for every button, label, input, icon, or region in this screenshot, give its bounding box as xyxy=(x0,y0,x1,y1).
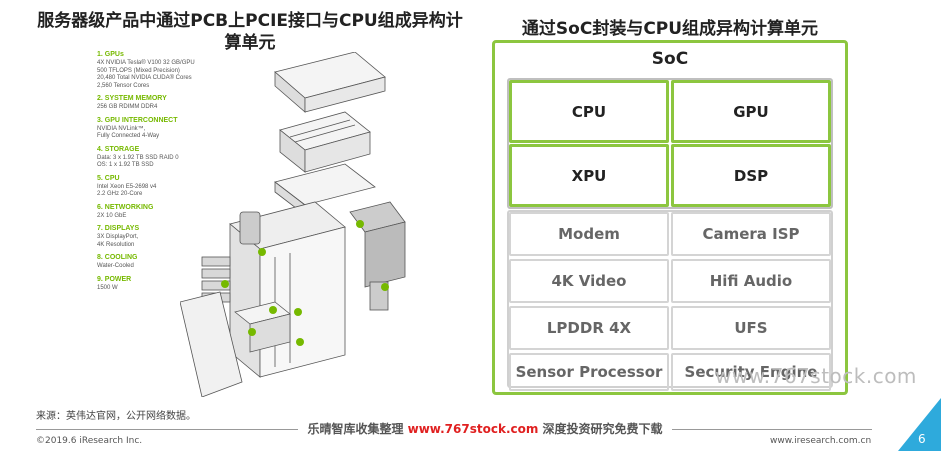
server-spec-list: 1. GPUs 4X NVIDIA Tesla® V100 32 GB/GPU … xyxy=(97,50,237,296)
soc-core-unit-group xyxy=(507,78,833,209)
soc-unit-lpddr4x: LPDDR 4X xyxy=(509,306,669,350)
soc-other-unit-group xyxy=(507,210,833,388)
spec-line: 20,480 Total NVIDIA CUDA® Cores xyxy=(97,75,192,81)
soc-title: SoC xyxy=(651,49,689,69)
spec-line: 500 TFLOPS (Mixed Precision) xyxy=(97,67,180,74)
soc-unit-hifi-audio: Hifi Audio xyxy=(671,259,831,303)
spec-line: 1500 W xyxy=(97,284,118,291)
footer-divider xyxy=(672,429,872,430)
soc-unit-4k-video: 4K Video xyxy=(509,259,669,303)
spec-line: Data: 3 x 1.92 TB SSD RAID 0 xyxy=(97,154,179,161)
spec-line: 4X NVIDIA Tesla® V100 32 GB/GPU xyxy=(97,60,195,66)
soc-diagram: SoC CPU GPU XPU DSP Modem Camera ISP 4K … xyxy=(492,40,848,395)
banner-suffix: 深度投资研究免费下载 xyxy=(538,422,663,436)
spec-item: 9. POWER 1500 W xyxy=(97,275,237,293)
spec-title: 7. DISPLAYS xyxy=(97,225,140,232)
spec-item: 7. DISPLAYS 3X DisplayPort, 4K Resolutio… xyxy=(97,224,237,249)
soc-unit-security-engine: Security Engine xyxy=(671,353,831,391)
soc-unit-sensor-processor: Sensor Processor xyxy=(509,353,669,391)
watermark: www.767stock.com xyxy=(715,364,917,388)
spec-title: 3. GPU INTERCONNECT xyxy=(97,116,178,124)
spec-line: Fully Connected 4-Way xyxy=(97,133,160,139)
soc-unit-modem: Modem xyxy=(509,212,669,256)
soc-unit-ufs: UFS xyxy=(671,306,831,350)
spec-line: 2.2 GHz 20-Core xyxy=(97,191,143,197)
spec-line: 3X DisplayPort, xyxy=(97,234,139,240)
spec-line: OS: 1 x 1.92 TB SSD xyxy=(97,162,154,168)
banner-url-link[interactable]: www.767stock.com xyxy=(407,422,539,436)
server-exploded-illustration xyxy=(180,52,406,397)
spec-item: 6. NETWORKING 2X 10 GbE xyxy=(97,203,237,221)
soc-unit-gpu: GPU xyxy=(671,80,831,143)
spec-line: 2X 10 GbE xyxy=(97,212,127,219)
source-note: 来源：英伟达官网，公开网络数据。 xyxy=(36,411,196,422)
spec-line: Water-Cooled xyxy=(97,263,134,269)
website-link[interactable]: www.iresearch.com.cn xyxy=(770,436,872,446)
spec-title: 1. GPUs xyxy=(97,51,124,58)
copyright: ©2019.6 iResearch Inc. xyxy=(36,436,143,446)
left-title: 服务器级产品中通过PCB上PCIE接口与CPU组成异构计算单元 xyxy=(37,11,463,53)
spec-title: 6. NETWORKING xyxy=(97,203,154,211)
spec-item: 2. SYSTEM MEMORY 256 GB RDIMM DDR4 xyxy=(97,94,237,112)
soc-unit-cpu: CPU xyxy=(509,80,669,143)
spec-title: 9. POWER xyxy=(97,275,132,283)
spec-title: 5. CPU xyxy=(97,174,120,182)
spec-line: 4K Resolution xyxy=(97,241,135,248)
footer-banner: 乐晴智库收集整理 www.767stock.com 深度投资研究免费下载 xyxy=(300,420,670,437)
spec-item: 4. STORAGE Data: 3 x 1.92 TB SSD RAID 0 … xyxy=(97,145,237,170)
soc-unit-camera-isp: Camera ISP xyxy=(671,212,831,256)
footer-divider xyxy=(36,429,298,430)
spec-line: 256 GB RDIMM DDR4 xyxy=(97,104,158,110)
spec-item: 8. COOLING Water-Cooled xyxy=(97,253,237,271)
page-number: 6 xyxy=(918,432,926,446)
spec-title: 4. STORAGE xyxy=(97,145,140,153)
soc-unit-xpu: XPU xyxy=(509,144,669,207)
soc-unit-dsp: DSP xyxy=(671,144,831,207)
spec-item: 1. GPUs 4X NVIDIA Tesla® V100 32 GB/GPU … xyxy=(97,50,237,90)
spec-title: 8. COOLING xyxy=(97,254,138,261)
banner-prefix: 乐晴智库收集整理 xyxy=(307,422,408,436)
spec-item: 5. CPU Intel Xeon E5-2698 v4 2.2 GHz 20-… xyxy=(97,174,237,199)
spec-line: 2,560 Tensor Cores xyxy=(97,82,150,89)
spec-line: Intel Xeon E5-2698 v4 xyxy=(97,183,157,190)
right-title: 通过SoC封装与CPU组成异构计算单元 xyxy=(521,19,819,39)
spec-line: NVIDIA NVLink™, xyxy=(97,125,146,132)
spec-item: 3. GPU INTERCONNECT NVIDIA NVLink™, Full… xyxy=(97,116,237,141)
spec-title: 2. SYSTEM MEMORY xyxy=(97,95,167,102)
